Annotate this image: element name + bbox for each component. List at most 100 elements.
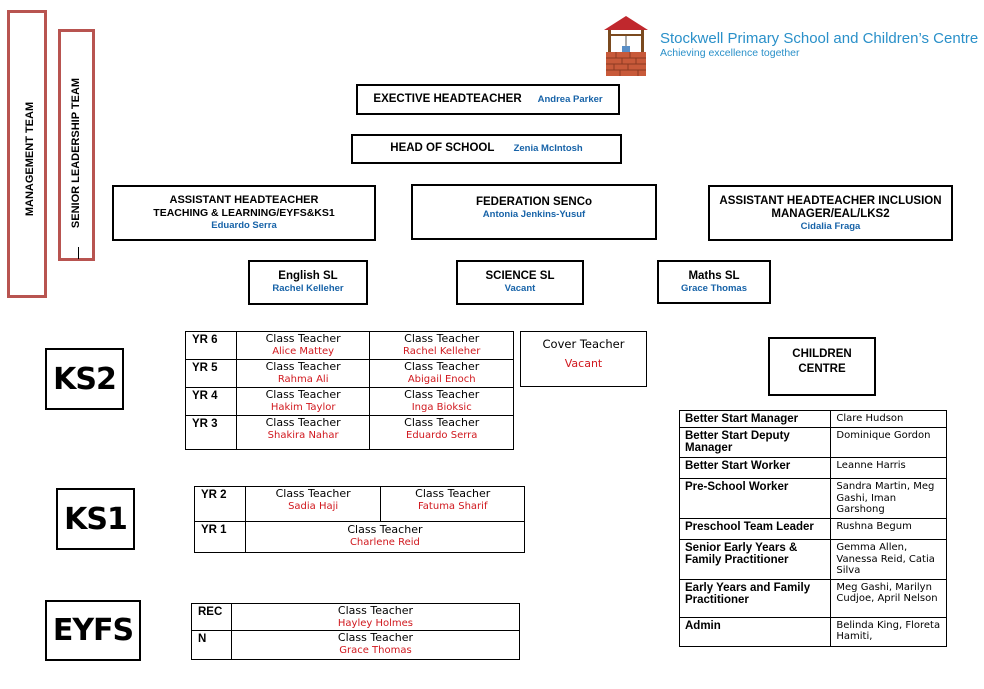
table-row: Early Years and Family Practitioner Meg … [678,578,947,618]
year-label: YR 5 [185,359,237,388]
cc-person: Meg Gashi, Marilyn Cudjoe, April Nelson [830,578,947,618]
year-label: YR 3 [185,415,237,450]
cc-role: Senior Early Years & Family Practitioner [678,539,832,580]
senco-name: Antonia Jenkins-Yusuf [482,209,586,220]
cc-person: Sandra Martin, Meg Gashi, Iman Garshong [830,478,947,519]
year-label: YR 1 [194,521,246,553]
cc-role: Better Start Manager [678,410,832,428]
teacher-name: Hayley Holmes [337,618,414,629]
english-sl-title: English SL [278,270,338,282]
role-label: Class Teacher [404,388,480,401]
cover-teacher-name: Vacant [564,357,603,370]
teacher-name: Shakira Nahar [267,430,339,441]
cc-role: Preschool Team Leader [678,518,832,540]
cc-role: Early Years and Family Practitioner [678,578,832,618]
ah-tl-title1: ASSISTANT HEADTEACHER [169,194,319,206]
teacher-name: Rahma Ali [277,374,329,385]
maths-sl-name: Grace Thomas [681,283,747,294]
ah-tl-title2: TEACHING & LEARNING/EYFS&KS1 [153,207,335,219]
school-logo-well [602,12,650,78]
ah-tl-name: Eduardo Serra [211,220,277,231]
role-label: Class Teacher [265,360,341,373]
year-label: N [191,630,232,660]
assistant-headteacher-inclusion-box: ASSISTANT HEADTEACHER INCLUSION MANAGER/… [708,185,953,241]
assistant-headteacher-tl-box: ASSISTANT HEADTEACHER TEACHING & LEARNIN… [112,185,376,241]
teacher-name: Rachel Kelleher [403,346,481,357]
role-label: Class Teacher [337,604,414,617]
role-label: Class Teacher [265,416,341,429]
cover-teacher-box: Cover Teacher Vacant [520,331,647,387]
teacher-name: Hakim Taylor [270,402,336,413]
cc-role: Better Start Worker [678,457,832,479]
teacher-name: Grace Thomas [339,645,412,656]
role-label: Class Teacher [265,388,341,401]
year-label: REC [191,603,232,631]
executive-headteacher-title: EXECTIVE HEADTEACHER [373,93,522,105]
science-sl-box: SCIENCE SL Vacant [456,260,584,305]
teacher-name: Fatuma Sharif [417,501,488,512]
teacher-name: Abigail Enoch [407,374,476,385]
children-centre-table: Better Start Manager Clare Hudson Better… [678,410,947,647]
ah-inc-title1: ASSISTANT HEADTEACHER INCLUSION [719,195,942,207]
maths-sl-box: Maths SL Grace Thomas [657,260,771,304]
federation-senco-box: FEDERATION SENCo Antonia Jenkins-Yusuf [411,184,657,240]
teacher-name: Alice Mattey [272,346,335,357]
science-sl-name: Vacant [504,283,536,294]
cc-person: Leanne Harris [830,457,947,479]
head-of-school-title: HEAD OF SCHOOL [390,142,495,154]
teacher-name: Sadia Haji [288,501,339,512]
year-label: YR 4 [185,387,237,416]
children-centre-box: CHILDREN CENTRE [768,337,876,396]
maths-sl-title: Maths SL [688,270,740,282]
table-row: Better Start Worker Leanne Harris [678,457,947,479]
school-name: Stockwell Primary School and Children’s … [660,30,979,47]
cc-person: Belinda King, Floreta Hamiti, [830,616,947,647]
management-team-label: MANAGEMENT TEAM [24,101,36,217]
management-team-box: MANAGEMENT TEAM [7,10,47,298]
science-sl-title: SCIENCE SL [485,270,555,282]
ah-inc-name: Cidalia Fraga [800,221,861,232]
executive-headteacher-box: EXECTIVE HEADTEACHER Andrea Parker [356,84,620,115]
table-row: Admin Belinda King, Floreta Hamiti, [678,616,947,647]
role-label: Class Teacher [404,332,480,345]
head-of-school-box: HEAD OF SCHOOL Zenia McIntosh [351,134,622,164]
year-label: YR 6 [185,331,237,360]
senior-leadership-team-box: SENIOR LEADERSHIP TEAM [58,29,95,261]
role-label: Class Teacher [415,487,491,500]
role-label: Class Teacher [347,523,423,536]
senco-title: FEDERATION SENCo [475,196,593,208]
eyfs-label: EYFS [45,600,141,661]
role-label: Class Teacher [265,332,341,345]
executive-headteacher-name: Andrea Parker [537,94,603,105]
ks2-label: KS2 [45,348,124,410]
table-row: Better Start Manager Clare Hudson [678,410,947,428]
english-sl-box: English SL Rachel Kelleher [248,260,368,305]
cc-role: Pre-School Worker [678,478,832,519]
senior-leadership-team-label: SENIOR LEADERSHIP TEAM [70,77,82,229]
role-label: Class Teacher [404,416,480,429]
teacher-name: Charlene Reid [349,537,420,548]
role-label: Class Teacher [275,487,351,500]
role-label: Class Teacher [337,631,414,644]
cc-person: Clare Hudson [830,410,947,428]
cc-role: Better Start Deputy Manager [678,427,832,458]
english-sl-name: Rachel Kelleher [272,283,344,294]
cc-person: Gemma Allen, Vanessa Reid, Catia Silva [830,539,947,580]
teacher-name: Eduardo Serra [406,430,478,441]
